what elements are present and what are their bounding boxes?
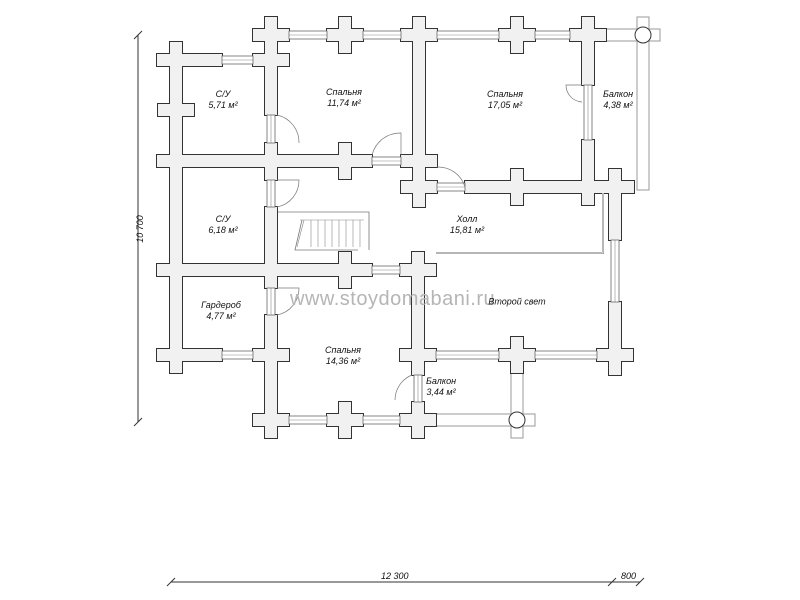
wall xyxy=(412,337,424,373)
wall xyxy=(413,169,425,205)
dimension-horizontal-main: 12 300 xyxy=(381,571,409,581)
watermark: www.stoydomabani.ru xyxy=(290,288,496,310)
wall xyxy=(157,264,372,276)
door-swing xyxy=(276,114,300,144)
wall xyxy=(511,337,523,373)
room-label-second-light: Второй свет xyxy=(488,296,546,307)
door-swing xyxy=(371,132,402,156)
balcony-beam xyxy=(636,16,650,191)
wall xyxy=(265,402,277,438)
wall xyxy=(339,402,351,438)
post-icon xyxy=(508,411,526,429)
wall xyxy=(412,402,424,438)
door-swing xyxy=(436,166,466,188)
staircase xyxy=(278,211,370,251)
wall xyxy=(170,92,182,128)
wall xyxy=(511,169,523,205)
wall-fills xyxy=(157,17,634,438)
wall xyxy=(582,17,594,85)
wall xyxy=(511,17,523,53)
wall xyxy=(170,42,182,372)
dimension-lines xyxy=(133,30,645,587)
wall xyxy=(609,337,621,373)
wall xyxy=(339,143,351,179)
wall xyxy=(265,143,277,180)
dimension-horizontal-extra: 800 xyxy=(621,571,637,581)
wall xyxy=(265,17,277,115)
dimension-vertical: 10 700 xyxy=(134,215,145,243)
balcony-structure xyxy=(435,16,661,439)
wall xyxy=(339,252,351,288)
post-icon xyxy=(634,26,652,44)
wall xyxy=(253,349,289,361)
balcony-beam xyxy=(605,28,661,42)
wall xyxy=(170,42,182,78)
wall xyxy=(339,17,351,53)
wall xyxy=(609,170,621,240)
door-swing xyxy=(394,374,413,401)
wall xyxy=(157,349,222,361)
windows-doors-stairs xyxy=(221,30,620,425)
door-swing xyxy=(565,84,583,103)
door-swing xyxy=(276,287,300,316)
wall xyxy=(413,17,425,207)
wall xyxy=(582,140,594,205)
door-swing xyxy=(276,179,300,208)
